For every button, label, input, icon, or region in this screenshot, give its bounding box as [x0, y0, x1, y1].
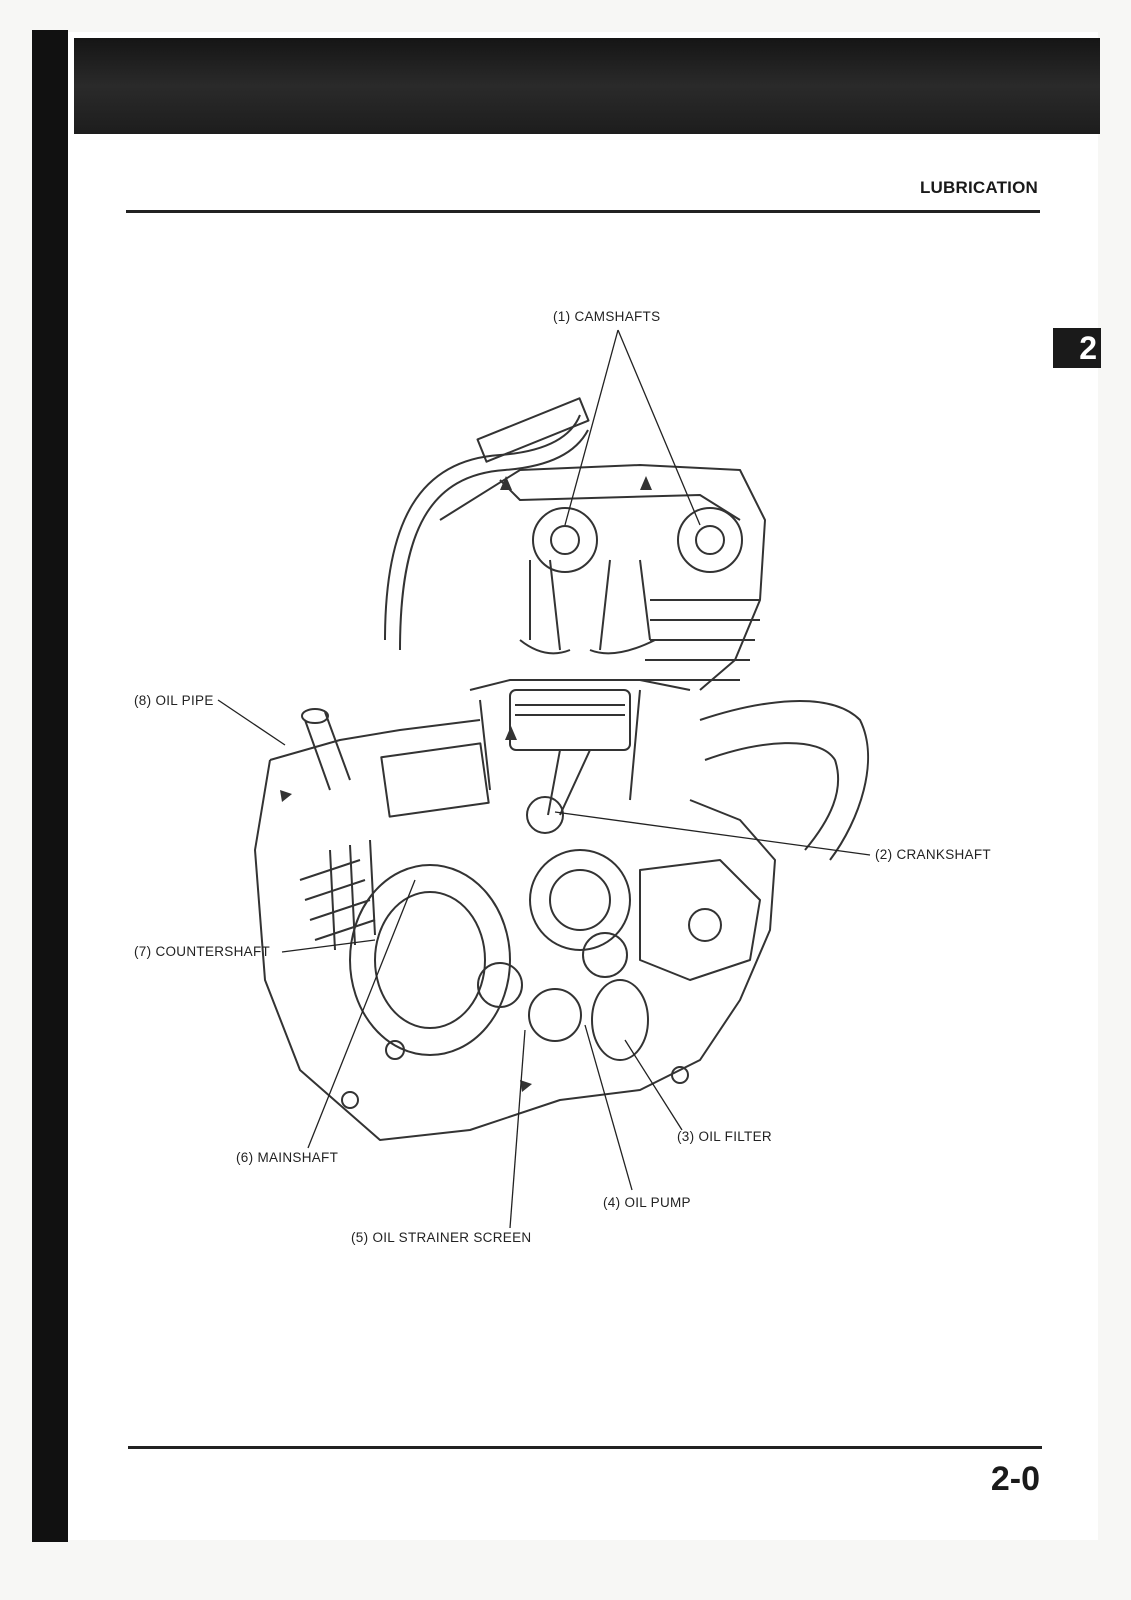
page-number: 2-0: [990, 1460, 1040, 1498]
manual-page: [68, 32, 1098, 1540]
oil-flow-arrows: [280, 476, 652, 1092]
callout-mainshaft: (6) MAINSHAFT: [236, 1150, 338, 1165]
chapter-tab: 2: [1053, 328, 1101, 368]
callout-oil-strainer-screen: (5) OIL STRAINER SCREEN: [351, 1230, 531, 1245]
header-band: [74, 38, 1100, 134]
callout-crankshaft: (2) CRANKSHAFT: [875, 847, 991, 862]
callout-countershaft: (7) COUNTERSHAFT: [134, 944, 270, 959]
callout-oil-pump: (4) OIL PUMP: [603, 1195, 691, 1210]
callout-oil-filter: (3) OIL FILTER: [677, 1129, 772, 1144]
header-rule: [126, 210, 1040, 213]
callout-leaders: [217, 329, 871, 1229]
section-title: LUBRICATION: [919, 178, 1038, 197]
engine-illustration: [254, 397, 869, 1141]
callout-oil-pipe: (8) OIL PIPE: [134, 693, 214, 708]
callout-camshafts: (1) CAMSHAFTS: [553, 309, 660, 324]
footer-rule: [128, 1446, 1042, 1449]
binding-edge: [32, 30, 68, 1542]
